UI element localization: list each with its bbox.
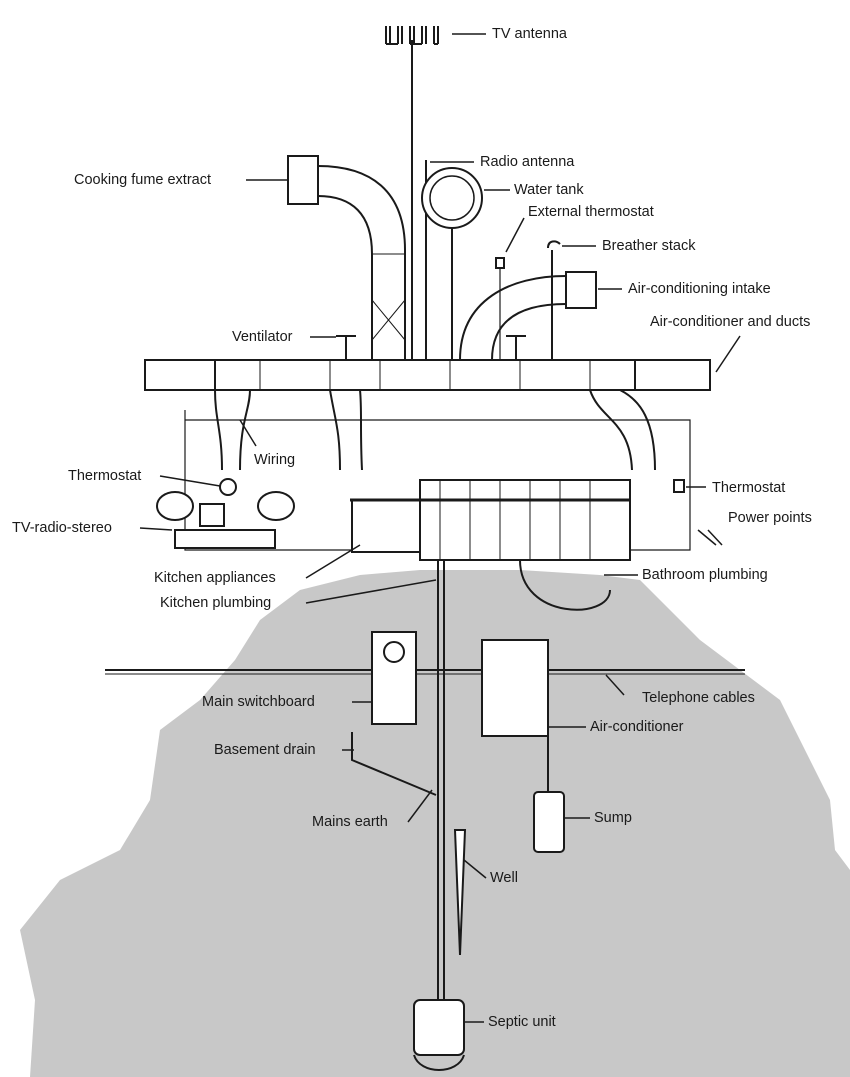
label-wiring: Wiring [254, 452, 296, 468]
label-breather-stack: Breather stack [602, 238, 696, 254]
label-telephone-cables: Telephone cables [642, 690, 755, 706]
sump [533, 791, 565, 853]
label-air-conditioner: Air-conditioner [590, 719, 684, 735]
label-kitchen-appliances: Kitchen appliances [154, 570, 276, 586]
label-septic-unit: Septic unit [488, 1014, 556, 1030]
well [453, 829, 467, 956]
label-power-points: Power points [728, 510, 812, 526]
duct-left [144, 359, 216, 391]
basement-drain [351, 732, 437, 796]
central-plumbing-block [419, 479, 631, 561]
label-mains-earth: Mains earth [312, 814, 388, 830]
label-kitchen-plumbing: Kitchen plumbing [160, 595, 272, 611]
label-air-conditioner-and-ducts: Air-conditioner and ducts [650, 314, 811, 330]
septic-unit [413, 999, 465, 1056]
duct-right [634, 359, 711, 391]
tv-antenna-icon [385, 26, 439, 45]
label-external-thermostat: External thermostat [528, 204, 654, 220]
label-air-conditioning-intake: Air-conditioning intake [628, 281, 771, 297]
ground-area [20, 570, 850, 1077]
label-thermostat-left: Thermostat [68, 468, 142, 484]
label-sump: Sump [594, 810, 632, 826]
bathroom-plumbing [519, 559, 611, 611]
stereo-console [174, 529, 276, 549]
kitchen-appliances [351, 499, 423, 553]
main-switchboard [371, 631, 417, 725]
duct-centre [214, 359, 636, 391]
breather-stack [547, 240, 561, 360]
label-tv-radio-stereo: TV-radio-stereo [12, 520, 112, 536]
label-main-switchboard: Main switchboard [202, 694, 315, 710]
label-water-tank: Water tank [514, 182, 584, 198]
water-tank [421, 167, 483, 229]
speaker-right [257, 491, 295, 521]
label-thermostat-right: Thermostat [712, 480, 786, 496]
label-tv-antenna: TV antenna [492, 26, 567, 42]
label-basement-drain: Basement drain [214, 742, 316, 758]
speaker-left [156, 491, 194, 521]
cooking-fume-extract [287, 155, 319, 205]
air-conditioning-intake [565, 271, 597, 309]
air-conditioner-unit [481, 639, 549, 737]
label-radio-antenna: Radio antenna [480, 154, 575, 170]
label-cooking-fume-extract: Cooking fume extract [74, 172, 212, 188]
ventilator-left [336, 335, 356, 360]
thermostat-left [219, 478, 237, 496]
label-well: Well [490, 870, 518, 886]
label-bathroom-plumbing: Bathroom plumbing [642, 567, 768, 583]
fume-duct [317, 165, 406, 360]
intake-duct [459, 275, 567, 361]
label-ventilator: Ventilator [232, 329, 293, 345]
tv-set [199, 503, 225, 527]
thermostat-right [673, 479, 685, 493]
ventilator-right [506, 335, 526, 360]
